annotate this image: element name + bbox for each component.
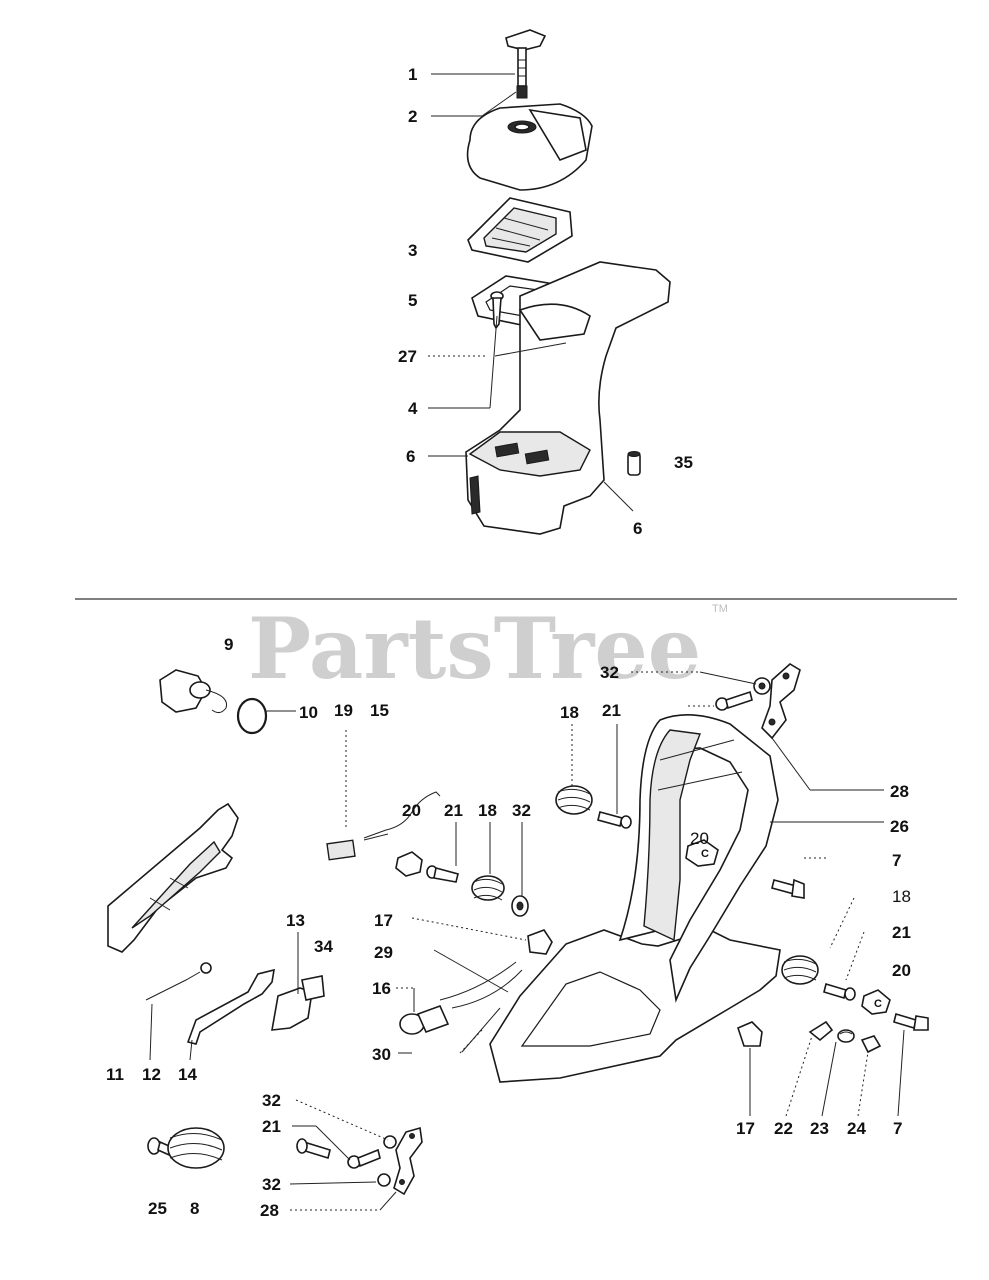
part-19-pad [326, 839, 356, 861]
callout-32-lower-b: 32 [262, 1175, 281, 1194]
callout-29: 29 [374, 943, 393, 962]
part-35-sleeve [627, 451, 641, 476]
part-16-connector [399, 1004, 450, 1035]
callout-27: 27 [398, 347, 417, 366]
part-21-screw-f [347, 1148, 381, 1169]
front-handle [107, 802, 239, 953]
callout-18-mid: 18 [478, 801, 497, 820]
part-21-screw-a [426, 865, 459, 883]
part-23-spring-small [837, 1029, 855, 1043]
callout-20-right: 20 [892, 961, 911, 980]
bottom-leaders [149, 671, 905, 1211]
callout-22: 22 [774, 1119, 793, 1138]
part-21-screw-d [823, 982, 856, 1001]
part-3-air-filter [467, 197, 573, 263]
part-8-spring [167, 1127, 225, 1169]
callout-32-mid: 32 [512, 801, 531, 820]
callout-7-bottom: 7 [893, 1119, 902, 1138]
callout-20-handle: 20 [690, 829, 709, 848]
callout-11: 11 [106, 1065, 124, 1084]
part-4-screw [490, 291, 504, 330]
callout-25: 25 [148, 1199, 167, 1218]
part-18-spring-c [781, 955, 819, 985]
callout-17-mid: 17 [374, 911, 393, 930]
rear-handle [489, 714, 781, 1083]
callout-19: 19 [334, 701, 353, 720]
svg-text:C: C [874, 998, 882, 1010]
callout-10: 10 [299, 703, 318, 722]
callout-6-lower: 6 [633, 519, 642, 538]
part-17-bushing-a [527, 929, 553, 955]
callout-6-housing: 6 [406, 447, 415, 466]
callout-8: 8 [190, 1199, 199, 1218]
callout-16: 16 [372, 979, 391, 998]
part-28-plate-b [393, 1126, 423, 1196]
part-6-top-housing [465, 261, 671, 535]
part-22-pin [808, 1020, 834, 1042]
callout-21-mid: 21 [444, 801, 463, 820]
part-29-cable [439, 961, 523, 1009]
part-2-filter-cover [466, 103, 593, 191]
part-10-o-ring [236, 697, 268, 735]
part-32-washer-b [753, 677, 771, 695]
part-7-bolt-b [893, 1012, 929, 1031]
callout-28-bottom: 28 [260, 1201, 279, 1220]
part-11-rod [145, 962, 212, 1001]
partstree-watermark: PartsTree [248, 599, 701, 698]
callout-17-bottom: 17 [736, 1119, 755, 1138]
part-32-washer-a [511, 895, 529, 917]
callout-21-lower: 21 [262, 1117, 281, 1136]
part-1-knob [505, 29, 547, 99]
callout-13: 13 [286, 911, 305, 930]
callout-26: 26 [890, 817, 909, 836]
callout-24: 24 [847, 1119, 866, 1138]
part-34-spring [301, 975, 325, 1001]
callout-20-mid: 20 [402, 801, 421, 820]
callout-23: 23 [810, 1119, 829, 1138]
part-18-spring-b [555, 785, 593, 815]
part-32-washer-d [377, 1173, 391, 1187]
callout-34: 34 [314, 937, 333, 956]
svg-text:C: C [701, 848, 709, 860]
part-14-trigger [186, 968, 275, 1045]
callout-9: 9 [224, 635, 233, 654]
callout-4: 4 [408, 399, 418, 418]
callout-18-top: 18 [560, 703, 579, 722]
callout-14: 14 [178, 1065, 197, 1084]
part-20-nut-c: C [861, 989, 891, 1015]
callout-18-right: 18 [892, 887, 911, 906]
callout-32-lower-a: 32 [262, 1091, 281, 1110]
callout-7-top: 7 [892, 851, 901, 870]
callout-5: 5 [408, 291, 417, 310]
part-21-screw-b [715, 690, 753, 711]
callout-21-right: 21 [892, 923, 911, 942]
part-21-screw-e [296, 1138, 331, 1160]
callout-21-top: 21 [602, 701, 621, 720]
callout-30: 30 [372, 1045, 391, 1064]
top-leaders [428, 73, 634, 512]
watermark-trademark: TM [712, 603, 728, 615]
callout-28-top: 28 [890, 782, 909, 801]
part-28-plate-a [761, 663, 801, 740]
callout-32-top: 32 [600, 663, 619, 682]
part-7-bolt-a [771, 878, 805, 899]
part-20-nut-a [395, 851, 423, 877]
callout-1: 1 [408, 65, 417, 84]
callout-35: 35 [674, 453, 693, 472]
part-15-spring-wire [363, 791, 441, 841]
callout-3: 3 [408, 241, 417, 260]
part-21-screw-c [597, 811, 632, 829]
part-18-spring-a [471, 875, 505, 901]
part-24-cap [860, 1035, 882, 1054]
part-9-switch [159, 669, 228, 714]
callout-12: 12 [142, 1065, 161, 1084]
callout-15: 15 [370, 701, 389, 720]
part-20-nut-b: C [685, 839, 719, 867]
part-32-washer-c [383, 1135, 397, 1149]
callout-2: 2 [408, 107, 417, 126]
part-17-bushing-b [737, 1021, 763, 1047]
